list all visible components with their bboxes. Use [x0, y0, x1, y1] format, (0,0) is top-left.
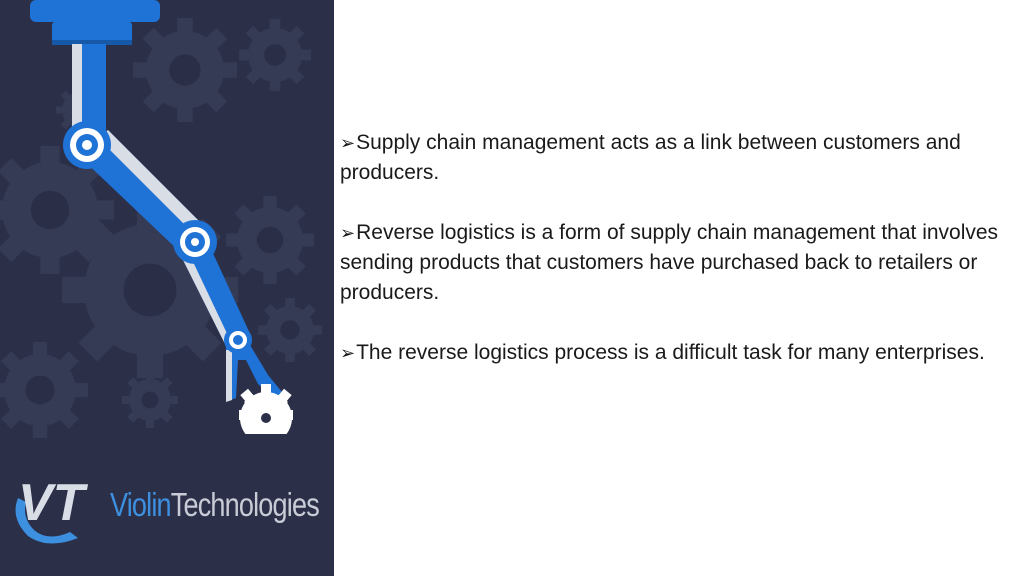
logo-emblem-text: VT: [18, 474, 89, 532]
robot-arm-illustration: [0, 0, 322, 444]
left-panel: VT ViolinTechnologies: [0, 0, 334, 576]
bullet-text: Supply chain management acts as a link b…: [340, 131, 961, 184]
logo-word-violin: Violin: [110, 486, 172, 523]
bullet-text: The reverse logistics process is a diffi…: [356, 341, 985, 364]
bullet-item: ➢Supply chain management acts as a link …: [340, 128, 1010, 188]
logo-emblem: VT: [15, 474, 89, 544]
joint-icon-2: [173, 220, 217, 264]
joint-icon-3: [224, 326, 252, 354]
gear-icon: [234, 384, 298, 444]
logo-word-technologies: Technologies: [170, 486, 320, 523]
arrow-bullet-icon: ➢: [340, 343, 356, 363]
arrow-bullet-icon: ➢: [340, 133, 356, 153]
logo-wordmark: ViolinTechnologies: [110, 486, 320, 524]
joint-icon-1: [63, 121, 111, 169]
bullet-text: Reverse logistics is a form of supply ch…: [340, 221, 999, 304]
bullet-item: ➢The reverse logistics process is a diff…: [340, 338, 1010, 368]
arrow-bullet-icon: ➢: [340, 223, 356, 243]
bullet-list: ➢Supply chain management acts as a link …: [340, 128, 1010, 398]
company-logo: VT ViolinTechnologies: [8, 458, 328, 548]
bullet-item: ➢Reverse logistics is a form of supply c…: [340, 218, 1010, 308]
